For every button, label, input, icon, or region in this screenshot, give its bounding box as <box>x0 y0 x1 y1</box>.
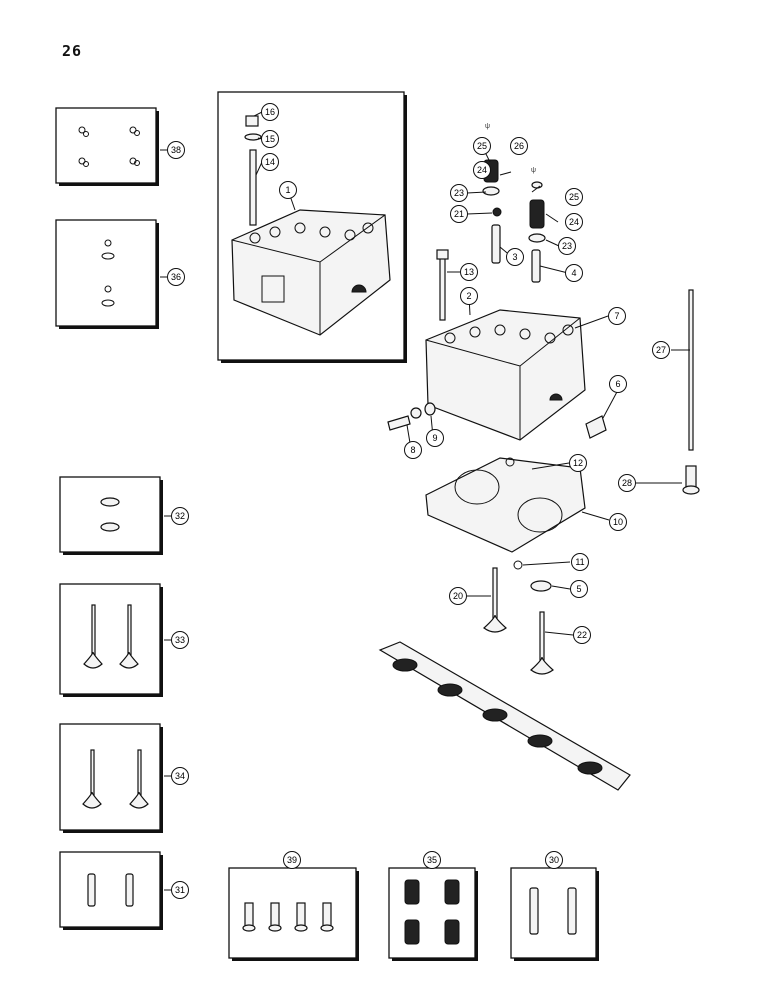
svg-text:24: 24 <box>569 217 579 227</box>
svg-text:15: 15 <box>265 134 275 144</box>
callout-23a: 23 <box>450 184 468 202</box>
svg-text:38: 38 <box>171 145 181 155</box>
callout-13: 13 <box>460 263 478 281</box>
svg-text:14: 14 <box>265 157 275 167</box>
kit-box-31 <box>59 851 163 930</box>
svg-text:33: 33 <box>175 635 185 645</box>
svg-text:4: 4 <box>571 268 576 278</box>
svg-text:24: 24 <box>477 165 487 175</box>
callout-38: 38 <box>167 141 185 159</box>
kit-box-38 <box>55 107 159 186</box>
kit-box-36 <box>55 219 159 329</box>
svg-text:22: 22 <box>577 630 587 640</box>
callout-23b: 23 <box>558 237 576 255</box>
callout-36: 36 <box>167 268 185 286</box>
callout-25a: 25 <box>473 137 491 155</box>
callout-9: 9 <box>426 429 444 447</box>
head-assembly-box <box>217 91 407 363</box>
callout-34: 34 <box>171 767 189 785</box>
kit-box-30 <box>510 867 599 961</box>
svg-text:27: 27 <box>656 345 666 355</box>
svg-text:28: 28 <box>622 478 632 488</box>
callout-25b: 25 <box>565 188 583 206</box>
svg-text:23: 23 <box>454 188 464 198</box>
svg-text:36: 36 <box>171 272 181 282</box>
callout-15: 15 <box>261 130 279 148</box>
svg-text:34: 34 <box>175 771 185 781</box>
svg-text:3: 3 <box>512 252 517 262</box>
svg-text:16: 16 <box>265 107 275 117</box>
svg-text:35: 35 <box>427 855 437 865</box>
callout-12: 12 <box>569 454 587 472</box>
svg-text:26: 26 <box>514 141 524 151</box>
callout-6: 6 <box>609 375 627 393</box>
callout-26: 26 <box>510 137 528 155</box>
svg-text:1: 1 <box>285 185 290 195</box>
svg-text:ψ: ψ <box>531 167 536 174</box>
callout-14: 14 <box>261 153 279 171</box>
callout-32: 32 <box>171 507 189 525</box>
callout-2: 2 <box>460 287 478 305</box>
kit-box-39 <box>228 867 359 961</box>
svg-text:6: 6 <box>615 379 620 389</box>
svg-text:11: 11 <box>575 557 584 567</box>
callout-35: 35 <box>423 851 441 869</box>
callout-22: 22 <box>573 626 591 644</box>
callout-27: 27 <box>652 341 670 359</box>
callout-5: 5 <box>570 580 588 598</box>
exploded-assembly: ψ ψ <box>378 123 700 791</box>
callout-20: 20 <box>449 587 467 605</box>
callout-24a: 24 <box>473 161 491 179</box>
svg-text:25: 25 <box>569 192 579 202</box>
svg-text:20: 20 <box>453 591 463 601</box>
svg-text:8: 8 <box>410 445 415 455</box>
svg-text:ψ: ψ <box>485 123 490 130</box>
kit-box-32 <box>59 476 163 555</box>
callout-1: 1 <box>279 181 297 199</box>
svg-text:12: 12 <box>573 458 583 468</box>
kit-box-33 <box>59 583 163 697</box>
svg-text:7: 7 <box>614 311 619 321</box>
callout-33: 33 <box>171 631 189 649</box>
callout-11: 11 <box>571 553 589 571</box>
callout-7: 7 <box>608 307 626 325</box>
callout-3: 3 <box>506 248 524 266</box>
svg-text:25: 25 <box>477 141 487 151</box>
svg-text:32: 32 <box>175 511 185 521</box>
svg-text:39: 39 <box>287 855 297 865</box>
svg-text:13: 13 <box>464 267 474 277</box>
svg-text:9: 9 <box>432 433 437 443</box>
callout-16: 16 <box>261 103 279 121</box>
callout-30: 30 <box>545 851 563 869</box>
kit-box-34 <box>59 723 163 833</box>
svg-text:5: 5 <box>576 584 581 594</box>
callout-4: 4 <box>565 264 583 282</box>
callout-21: 21 <box>450 205 468 223</box>
svg-text:31: 31 <box>175 885 185 895</box>
callout-31: 31 <box>171 881 189 899</box>
page-number: 26 <box>62 42 83 60</box>
callout-10: 10 <box>609 513 627 531</box>
callout-8: 8 <box>404 441 422 459</box>
leader-lines <box>160 111 690 891</box>
svg-text:10: 10 <box>613 517 623 527</box>
kit-box-35 <box>388 867 478 961</box>
svg-text:2: 2 <box>466 291 471 301</box>
callout-39: 39 <box>283 851 301 869</box>
callout-28: 28 <box>618 474 636 492</box>
svg-text:30: 30 <box>549 855 559 865</box>
svg-text:21: 21 <box>454 209 464 219</box>
svg-text:23: 23 <box>562 241 572 251</box>
callout-24b: 24 <box>565 213 583 231</box>
